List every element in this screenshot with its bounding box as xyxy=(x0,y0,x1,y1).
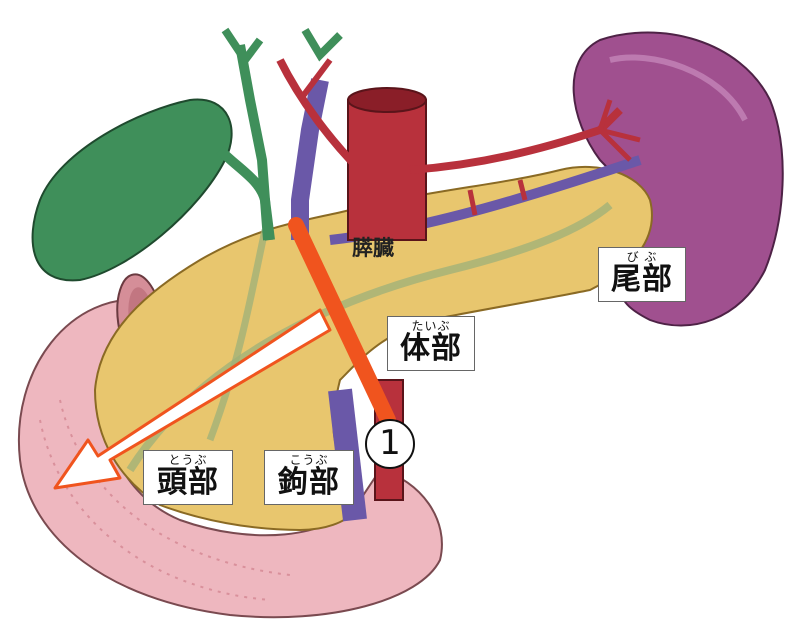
marker-1: 1 xyxy=(365,419,415,469)
tail-label: び ぶ 尾部 xyxy=(598,247,686,302)
head-text: 頭部 xyxy=(144,467,232,499)
uncinate-label: こうぶ 鉤部 xyxy=(264,450,354,505)
body-text: 体部 xyxy=(388,333,474,365)
head-label: とうぶ 頭部 xyxy=(143,450,233,505)
body-label: たいぶ 体部 xyxy=(387,316,475,371)
uncinate-text: 鉤部 xyxy=(265,467,353,499)
pancreas-label: 膵臓 xyxy=(352,232,394,262)
tail-text: 尾部 xyxy=(599,264,685,296)
